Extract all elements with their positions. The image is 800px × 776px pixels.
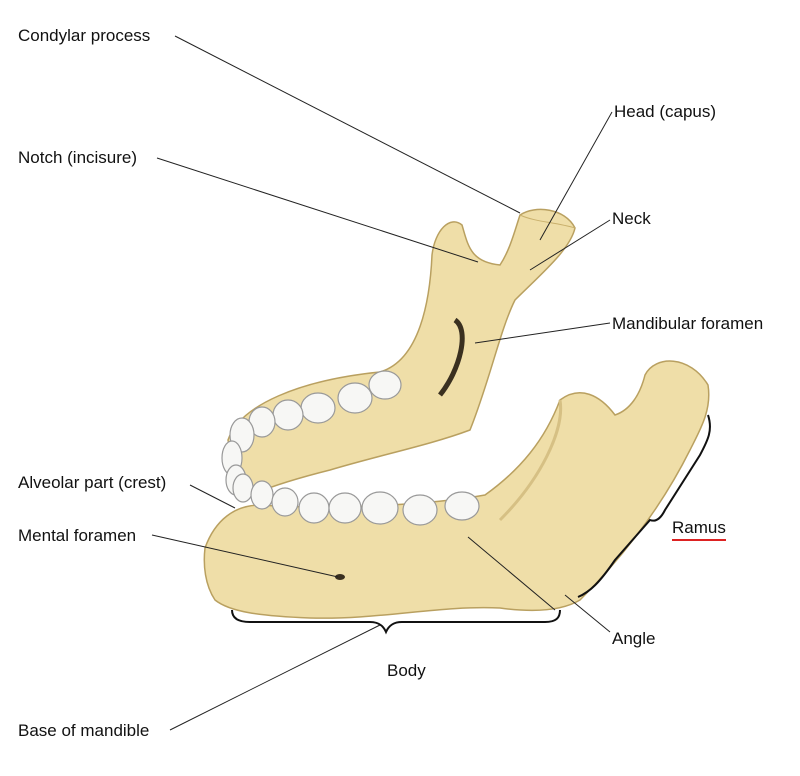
mental-foramen-mark: [335, 574, 345, 580]
far-ramus: [227, 208, 576, 502]
ramus-bracket: [577, 414, 711, 598]
label-notch: Notch (incisure): [18, 148, 138, 167]
label-mandibular-foramen: Mandibular foramen: [612, 314, 764, 333]
body-bracket: [231, 609, 561, 635]
label-condylar-process: Condylar process: [18, 26, 151, 45]
far-teeth: [221, 370, 402, 496]
mandibular-foramen-mark: [438, 317, 465, 397]
label-base-of-mandible: Base of mandible: [18, 721, 150, 740]
label-mental-foramen: Mental foramen: [18, 526, 137, 545]
label-neck: Neck: [612, 209, 651, 228]
label-body: Body: [387, 661, 426, 680]
near-teeth: [232, 473, 480, 526]
leader-lines: [151, 35, 613, 731]
label-angle: Angle: [612, 629, 656, 648]
label-head: Head (capus): [614, 102, 717, 121]
label-alveolar-part: Alveolar part (crest): [18, 473, 167, 492]
label-ramus: Ramus: [672, 519, 726, 541]
